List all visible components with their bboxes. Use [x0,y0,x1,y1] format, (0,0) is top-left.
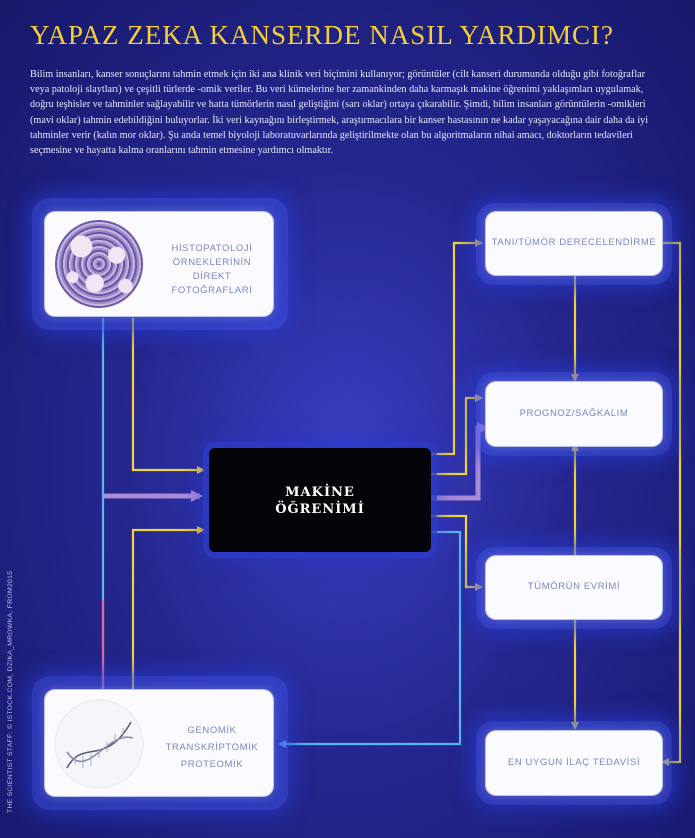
prognosis-label: PROGNOZ/SAĞKALIM [519,408,629,419]
image-credit: THE SCIENTIST STAFF; © ISTOCK.COM, DZIKA… [7,570,14,813]
yellow-arrow-ml-evolution [431,514,483,591]
histopathology-box: HİSTOPATOLOJİ ÖRNEKLERİNİN DİREKT FOTOĞR… [45,212,273,316]
omics-label: GENOMİK TRANSKRİPTOMİK PROTEOMİK [165,725,259,770]
yellow-arrow-diagnosis-treatment [660,241,682,766]
yellow-arrow-histo-ml [131,318,205,474]
dna-helix-icon [54,699,144,789]
treatment-label: EN UYGUN İLAÇ TEDAVİSİ [507,757,641,768]
yellow-arrow-ml-diagnosis [431,239,483,456]
intro-paragraph: Bilim insanları, kanser sonuçlarını tahm… [30,69,649,157]
histology-image [55,220,143,308]
histopathology-label: HİSTOPATOLOJİ ÖRNEKLERİNİN DİREKT FOTOĞR… [171,243,253,296]
page-title: YAPAZ ZEKA KANSERDE NASIL YARDIMCI? [30,20,615,50]
yellow-arrow-omics-ml [131,526,205,690]
diagnosis-box: TANI/TÜMÖR DERECELENDİRME [486,212,662,275]
evolution-box: TÜMÖRÜN EVRİMİ [486,556,662,619]
blue-arrow-ml-omics [278,530,462,748]
omics-box: GENOMİK TRANSKRİPTOMİK PROTEOMİK [45,690,273,796]
machine-learning-box: MAKİNE ÖĞRENİMİ [209,448,431,552]
evolution-label: TÜMÖRÜN EVRİMİ [527,581,621,592]
diagnosis-label: TANI/TÜMÖR DERECELENDİRME [491,237,657,248]
prognosis-box: PROGNOZ/SAĞKALIM [486,382,662,446]
treatment-box: EN UYGUN İLAÇ TEDAVİSİ [486,731,662,795]
machine-learning-label: MAKİNE ÖĞRENİMİ [275,485,365,517]
yellow-arrow-ml-prognosis [431,394,483,476]
